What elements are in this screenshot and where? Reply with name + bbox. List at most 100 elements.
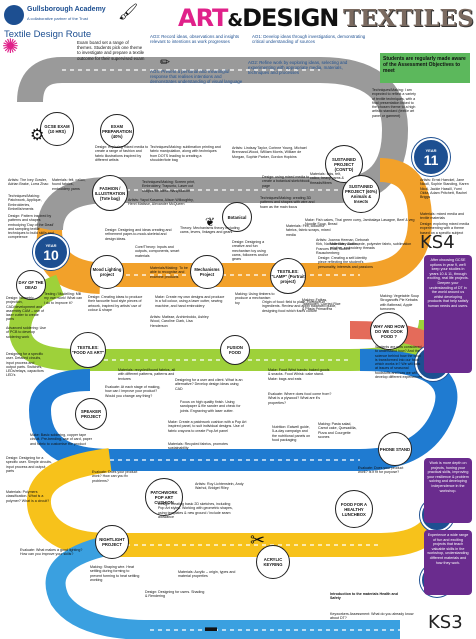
road-yellow-segment bbox=[26, 448, 452, 557]
note-techniques-fashion: Techniques/Making: Screen print, Embroid… bbox=[142, 180, 196, 193]
note-design-botanical: Design: using mixed media to create a bo… bbox=[262, 175, 310, 188]
project-gcse-exam: GCSE EXAM (10 HRS) bbox=[40, 112, 74, 146]
note-students-cook: Students are now considered to understan… bbox=[375, 345, 423, 380]
note-materials-sustained: Materials: Inks, felt, calico, heavy yar… bbox=[310, 172, 344, 185]
note-evaluate-food: Evaluate: Where does food come from? Wha… bbox=[268, 392, 332, 405]
note-make-food-art: Make: Create my own designs and produce … bbox=[155, 295, 225, 308]
note-design-mood: Design: Designing and ideas creating and… bbox=[105, 228, 172, 241]
note-making-soup: Making: Vegetable Soup Stroganoffs Pie K… bbox=[380, 294, 419, 311]
note-techniques-sustained: Techniques/Making: I am expected to refl… bbox=[372, 88, 416, 118]
note-design-isometric: Design: Isometric projection, CAD/develo… bbox=[6, 296, 44, 322]
objective-ao3: AO3: Record ideas, observations and insi… bbox=[150, 34, 240, 45]
note-design-speaker: Design: Designing for a specific user. S… bbox=[6, 456, 52, 473]
project-speaker: SPEAKER PROJECT bbox=[75, 398, 107, 430]
note-making-mechanisms: Making: Using timbers to produce a mecha… bbox=[235, 292, 275, 305]
note-techniques-3d: Techniques/Making: creating 3D patterns … bbox=[260, 196, 315, 209]
project-textiles-lamp: TEXTILES: "LAMP" (Portrait project) bbox=[270, 258, 306, 294]
title-ampersand: & bbox=[227, 10, 243, 31]
note-evaluate-stage: Evaluate: At each stage of making, how c… bbox=[105, 385, 161, 398]
y7-info-box: Experience a wide range of fun and excit… bbox=[424, 530, 472, 595]
note-design-sketches: Design: creating basic 2D sketches, incl… bbox=[158, 502, 233, 519]
road-green-segment bbox=[8, 274, 441, 371]
road-gray-segment bbox=[17, 57, 409, 231]
note-evaluate-lighting: Evaluate: What makes a good lighting? Ho… bbox=[20, 548, 83, 557]
project-patchwork-cushion: PATCHWORK POP ART CUSHION bbox=[145, 478, 183, 516]
school-tagline: A collaborative partner of the Trust bbox=[27, 16, 88, 21]
pencil-icon: ✏ bbox=[160, 55, 171, 69]
note-keyworkers: Keyworkers Assessment: What do you alrea… bbox=[330, 612, 414, 621]
ks4-info-box: After choosing GCSE options in year 9, w… bbox=[424, 255, 472, 373]
project-fashion-illustration: FASHION / ILLUSTRATION (Tote bag) bbox=[92, 175, 128, 211]
note-design-food-art: Design: Creating ideas to produce their … bbox=[88, 295, 143, 312]
note-testing: Testing / Modelling: Mill my own work! W… bbox=[44, 292, 83, 305]
note-make-wristbands: Make: Food Wrist bands: baked goods & sn… bbox=[268, 368, 330, 381]
title-textiles: TEXTILES bbox=[343, 5, 474, 32]
project-sustained-animals: SUSTAINED PROJECT (60%) Animals & Insect… bbox=[342, 175, 380, 213]
note-core-theory: Core/Theory: Inputs and outputs, compone… bbox=[135, 245, 180, 258]
note-soldering: Advanced soldering: Use of PCB to develo… bbox=[6, 326, 46, 339]
assessment-reminder-box: Students are regularly made aware of the… bbox=[380, 53, 470, 83]
note-techniques-dotd: Techniques/Making: Patchwork, Applique, … bbox=[8, 194, 42, 211]
paintbrush-icon: 🖌 bbox=[118, 4, 139, 21]
note-origin-food: Origin of food: field to plate. Function… bbox=[262, 300, 337, 313]
note-techniques-botanical: Techniques/Making: sublimation printing … bbox=[150, 145, 221, 162]
note-make-cushion: Make: Create a patchwork cushion with a … bbox=[168, 420, 247, 433]
project-phone-stand: PHONE STAND bbox=[378, 432, 412, 466]
note-materials-acrylic: Materials: Acrylic – origin, types and m… bbox=[178, 570, 236, 579]
objective-ao2: AO2: Refine work by exploring ideas, sel… bbox=[248, 60, 348, 76]
intro-materials: Introduction to the materials Health and… bbox=[330, 592, 398, 601]
note-materials-mood: Materials/Making: To be able to recognis… bbox=[150, 266, 188, 279]
note-making-lunch: Making: Pasta salad, Carrot cake, Quesad… bbox=[318, 422, 357, 439]
note-design-mechanisms: Design: Designing a creative and fun mec… bbox=[232, 240, 268, 262]
note-theory-mechanisms: Theory: Mechanisms theory including cams… bbox=[180, 226, 240, 235]
road-blue-segment bbox=[28, 349, 458, 471]
school-name: Gullsborough Academy bbox=[27, 6, 106, 13]
note-design-mixed: Design: exploring mixed media experiment… bbox=[420, 222, 470, 235]
project-nightlight: NIGHTLIGHT PROJECT bbox=[95, 525, 129, 559]
note-artists-food-art: Artists: Matisse, Archimboldo, Ashley Wo… bbox=[150, 315, 209, 328]
note-artists-lamp: Artists: Joanna Heenan, Deborah Kirk, Na… bbox=[316, 238, 370, 255]
project-why-cook: WHY AND HOW DO WE COOK FOOD ? bbox=[370, 312, 408, 350]
project-mood-lighting: Mood Lighting project bbox=[90, 255, 124, 289]
project-healthy-lunchbox: FOOD FOR A HEALTHY LUNCHBOX bbox=[335, 490, 373, 528]
exam-board-note: Exam board set a range of themes. Studen… bbox=[77, 40, 145, 61]
sewing-machine-icon: ⚙ bbox=[30, 127, 45, 144]
note-evaluate-fix: Evaluate: Does your product work? How ca… bbox=[92, 470, 138, 483]
title-art-word: ART bbox=[178, 4, 228, 32]
note-materials-polymer: Materials: Polymers classification. What… bbox=[6, 490, 50, 503]
school-crest-icon bbox=[4, 5, 24, 25]
note-make-fishcakes: Make: Fish cakes, Thai green curry, Jamb… bbox=[305, 218, 415, 227]
note-design-dotd: Design: Pattern inspired by patterns and… bbox=[8, 214, 54, 240]
ks3-label: KS3 bbox=[428, 612, 463, 633]
project-fusion-food: FUSION FOOD bbox=[220, 335, 250, 365]
note-artists-botanical: Artists: Lindsay Taylor, Corinne Young, … bbox=[232, 146, 307, 159]
y8-info-box: Work is more depth on projects, honing y… bbox=[424, 458, 472, 523]
route-subtitle: Textile Design Route bbox=[4, 29, 92, 40]
note-materials-wool: Materials: wool/suede, polyester fabric,… bbox=[330, 242, 412, 251]
scissors-icon: ✂ bbox=[250, 530, 266, 550]
note-make-soldering: Make: Basic soldering, copper tape circu… bbox=[30, 433, 92, 446]
project-botanical: Botanical bbox=[222, 202, 252, 232]
title-design-word: DESIGN bbox=[242, 4, 339, 32]
note-artists-dotd: Artists: The Ivey Gowler, Adrian Brake, … bbox=[8, 178, 49, 187]
note-focus-finish: Focus on high quality finish. Using sand… bbox=[180, 400, 241, 413]
note-making-wire: Making: Shaping wire. Heat settling duri… bbox=[90, 565, 140, 582]
note-designing-client: Designing for a user and client. What is… bbox=[175, 378, 243, 391]
school-logo: Gullsborough Academy A collaborative par… bbox=[4, 4, 108, 28]
note-design-fashion: Design: exploring mixed media to create … bbox=[95, 145, 149, 162]
note-evaluate-purpose: Evaluate: Does your product work? Is it … bbox=[358, 466, 404, 475]
note-artists-fashion: Artists: Yayoi Kusama, Alison Willoughby… bbox=[128, 198, 194, 207]
note-designing-user: Designing for a specific user. Detailed … bbox=[6, 352, 44, 378]
project-mechanisms: Mechanisms Project bbox=[190, 255, 224, 289]
objective-ao1: AO1: Develop ideas through investigation… bbox=[252, 34, 366, 45]
note-materials-mixed: Materials: mixed media and textile mater… bbox=[420, 212, 464, 221]
note-materials-lamp: Materials: Felt, colourful fabrics, fabr… bbox=[286, 224, 331, 237]
project-textiles-food-art: TEXTILES: "FOOD AS ART" bbox=[70, 332, 106, 368]
ruler-icon: ▬ bbox=[205, 620, 217, 634]
note-materials-recycled: Materials: recycled/found fabrics, all w… bbox=[118, 368, 176, 381]
project-acrylic-keyring: ACRYLIC KEYRING bbox=[256, 545, 290, 579]
